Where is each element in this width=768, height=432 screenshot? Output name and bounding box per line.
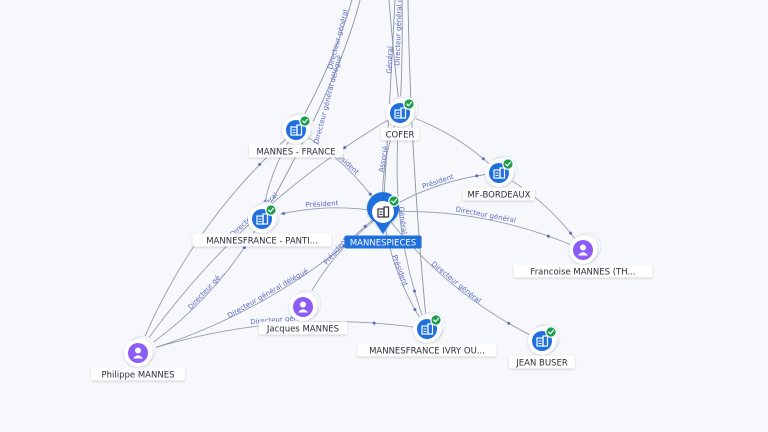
edge-cofer-mf_bordeaux bbox=[399, 112, 500, 174]
node-label: MANNESPIECES bbox=[350, 239, 416, 249]
node-mannes_france[interactable]: MANNES - FRANCE bbox=[249, 112, 343, 158]
edge-arrow bbox=[507, 321, 511, 325]
verified-check-icon bbox=[403, 98, 415, 110]
edge-line bbox=[399, 112, 500, 174]
edge-label: Directeur général bbox=[430, 260, 483, 305]
node-label: MANNES - FRANCE bbox=[256, 148, 335, 158]
node-label: Jacques MANNES bbox=[266, 325, 339, 335]
verified-check-icon bbox=[388, 195, 400, 207]
person-icon bbox=[128, 343, 148, 363]
node-label: Francoise MANNES (TH... bbox=[530, 268, 635, 278]
edge-arrow bbox=[372, 321, 376, 325]
node-jean_buser[interactable]: JEAN BUSER bbox=[509, 323, 575, 369]
node-label: Philippe MANNES bbox=[102, 371, 175, 381]
node-mannesfrance_ivry[interactable]: MANNESFRANCE IVRY OU... bbox=[357, 311, 497, 357]
offscreen-edge-line bbox=[407, 0, 428, 330]
node-label: JEAN BUSER bbox=[515, 359, 568, 369]
node-label: MANNESFRANCE - PANTI... bbox=[206, 237, 318, 247]
edge-arrow bbox=[258, 163, 262, 167]
offscreen-edge-label: Général bbox=[386, 46, 395, 74]
node-label-bg bbox=[381, 127, 419, 141]
verified-check-icon bbox=[299, 115, 311, 127]
edge-arrow bbox=[242, 246, 246, 250]
edges-layer: Directeur gé...Directeur généralDirecteu… bbox=[137, 112, 584, 354]
node-label-bg bbox=[192, 233, 332, 247]
node-label: MANNESFRANCE IVRY OU... bbox=[369, 347, 485, 357]
node-label-bg bbox=[463, 187, 535, 201]
building-icon bbox=[377, 206, 390, 218]
edge-label: Président bbox=[305, 199, 338, 209]
node-label: MF-BORDEAUX bbox=[467, 191, 530, 201]
node-label-bg bbox=[357, 343, 497, 357]
verified-check-icon bbox=[545, 326, 557, 338]
person-icon bbox=[573, 240, 593, 260]
person-icon bbox=[293, 297, 313, 317]
edge-line bbox=[382, 211, 584, 251]
node-mf_bordeaux[interactable]: MF-BORDEAUX bbox=[463, 155, 535, 201]
verified-check-icon bbox=[265, 204, 277, 216]
nodes-layer: COFER MANNES - FRANCE MF-BORDEAUX MANNESFRA… bbox=[91, 95, 653, 381]
edge-line bbox=[498, 172, 584, 251]
node-mannespieces[interactable]: MANNESPIECES bbox=[344, 192, 422, 249]
edge-arrow bbox=[413, 307, 417, 311]
node-label-bg bbox=[249, 144, 343, 158]
node-jacques[interactable]: Jacques MANNES bbox=[258, 289, 348, 335]
node-francoise[interactable]: Francoise MANNES (TH... bbox=[513, 232, 653, 278]
edge-label: Directeur gé... bbox=[187, 269, 227, 311]
edge-arrow bbox=[363, 224, 367, 228]
node-label-bg bbox=[509, 355, 575, 369]
edge-label: Associé bbox=[377, 145, 389, 172]
edge-arrow bbox=[569, 231, 573, 235]
edge-arrow bbox=[282, 211, 286, 215]
node-label-bg bbox=[513, 264, 653, 278]
node-cofer[interactable]: COFER bbox=[381, 95, 419, 141]
edge-arrow bbox=[475, 174, 479, 178]
verified-check-icon bbox=[502, 158, 514, 170]
node-label-bg bbox=[258, 321, 348, 335]
node-mannesfrance_panti[interactable]: MANNESFRANCE - PANTI... bbox=[192, 201, 332, 247]
edge-arrow bbox=[481, 157, 485, 161]
node-philippe[interactable]: Philippe MANNES bbox=[91, 335, 185, 381]
edge-label: Général bbox=[397, 206, 408, 234]
offscreen-edge-label: Directeur général délégué bbox=[393, 0, 404, 66]
center-label-bg bbox=[344, 235, 422, 249]
edge-line bbox=[382, 211, 543, 342]
edge-arrow bbox=[412, 289, 416, 293]
node-label: COFER bbox=[386, 131, 415, 141]
node-label-bg bbox=[91, 367, 185, 381]
offscreen-edge-line bbox=[261, 0, 361, 220]
verified-check-icon bbox=[430, 314, 442, 326]
edge-arrow bbox=[368, 192, 372, 196]
edge-label: Directeur général bbox=[455, 205, 517, 224]
edge-label: Président bbox=[421, 173, 455, 191]
edge-mf_bordeaux-francoise bbox=[498, 172, 584, 251]
edge-arrow bbox=[343, 145, 347, 149]
offscreen-edge-line bbox=[382, 0, 396, 213]
edge-cofer-mannesfrance_ivry: Général bbox=[396, 112, 428, 330]
edge-arrow bbox=[546, 234, 550, 238]
